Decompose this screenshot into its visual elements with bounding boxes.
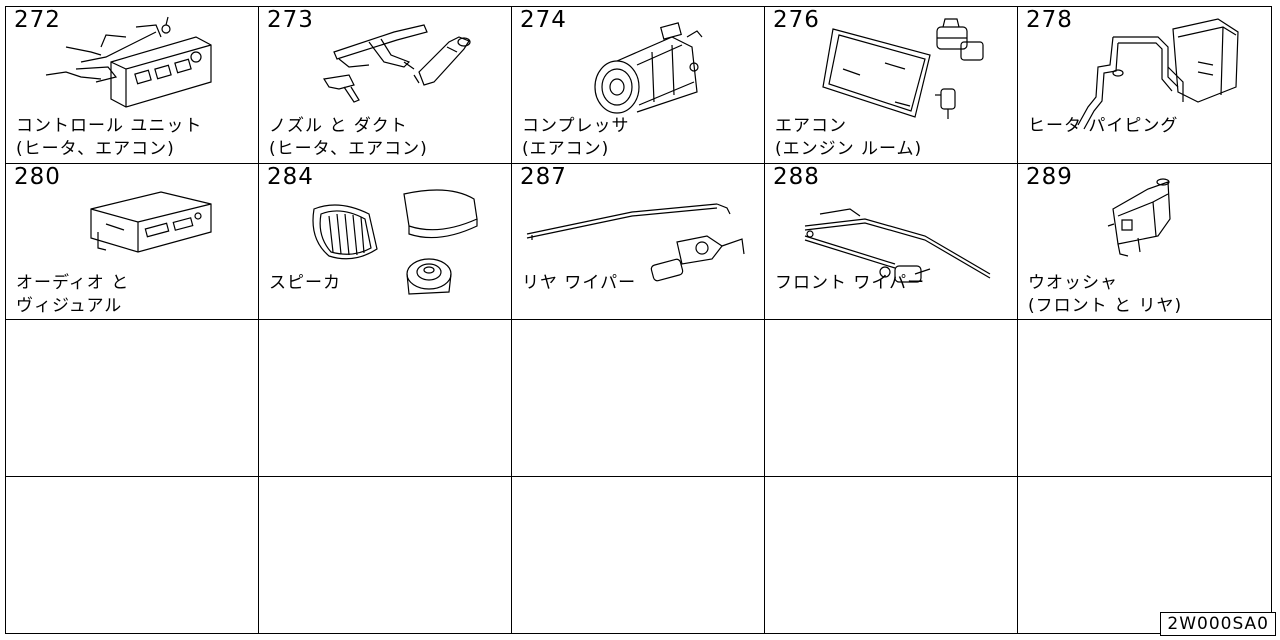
section-title: ノズル と ダクト (ヒータ、エアコン) bbox=[269, 116, 428, 159]
section-title: リヤ ワイパー bbox=[522, 272, 637, 293]
compressor-icon bbox=[512, 7, 764, 157]
section-title: オーディオ と ヴィジュアル bbox=[16, 272, 130, 316]
section-278-heater-piping[interactable]: 278 ヒータ パイピング bbox=[1018, 7, 1271, 164]
section-title: コンプレッサ (エアコン) bbox=[522, 116, 630, 159]
section-272-control-unit[interactable]: 272 コントロール ユニット (ヒータ、エアコ bbox=[6, 7, 259, 164]
section-number: 273 bbox=[267, 7, 314, 33]
empty-cell bbox=[6, 476, 259, 633]
section-273-nozzle-duct[interactable]: 273 ノズル と ダクト (ヒータ、エアコン) bbox=[259, 7, 512, 164]
diagram-code-label: 2W000SA0 bbox=[1160, 612, 1276, 636]
speaker-icon bbox=[259, 164, 511, 314]
section-276-air-con-engine-room[interactable]: 276 エアコン (エンジン ルーム) bbox=[765, 7, 1018, 164]
section-title: フロント ワイパー bbox=[775, 272, 926, 293]
section-title: スピーカ bbox=[269, 272, 341, 293]
section-title: ヒータ パイピング bbox=[1028, 116, 1179, 136]
section-number: 276 bbox=[773, 7, 820, 33]
empty-cell bbox=[259, 476, 512, 633]
empty-cell bbox=[6, 320, 259, 477]
section-number: 288 bbox=[773, 163, 820, 190]
section-274-compressor[interactable]: 274 コンプレッサ (エアコン) bbox=[512, 7, 765, 164]
front-wiper-icon bbox=[765, 164, 1017, 314]
washer-tank-icon bbox=[1018, 164, 1270, 314]
empty-cell bbox=[765, 320, 1018, 477]
section-title: エアコン (エンジン ルーム) bbox=[775, 116, 923, 159]
section-number: 278 bbox=[1026, 7, 1073, 33]
section-number: 284 bbox=[267, 163, 314, 190]
section-288-front-wiper[interactable]: 288 フロント ワイパー bbox=[765, 163, 1018, 320]
section-287-rear-wiper[interactable]: 287 リヤ ワイパー bbox=[512, 163, 765, 320]
nozzle-duct-icon bbox=[259, 7, 511, 157]
control-unit-icon bbox=[6, 7, 258, 157]
empty-cell bbox=[765, 476, 1018, 633]
section-number: 272 bbox=[14, 7, 61, 33]
section-284-speaker[interactable]: 284 スピーカ bbox=[259, 163, 512, 320]
condenser-icon bbox=[765, 7, 1017, 157]
parts-index-grid: 272 コントロール ユニット (ヒータ、エアコ bbox=[5, 6, 1272, 634]
audio-unit-icon bbox=[6, 164, 258, 314]
section-number: 274 bbox=[520, 7, 567, 33]
heater-piping-icon bbox=[1018, 7, 1270, 157]
section-number: 289 bbox=[1026, 163, 1073, 190]
section-number: 287 bbox=[520, 163, 567, 190]
section-280-audio-visual[interactable]: 280 オーディオ と ヴィジュアル bbox=[6, 163, 259, 320]
section-number: 280 bbox=[14, 163, 61, 190]
rear-wiper-icon bbox=[512, 164, 764, 314]
empty-cell bbox=[259, 320, 512, 477]
section-289-washer[interactable]: 289 ウオッシャ (フロント と リヤ) bbox=[1018, 163, 1271, 320]
empty-cell bbox=[1018, 320, 1271, 477]
empty-cell bbox=[512, 476, 765, 633]
section-title: コントロール ユニット (ヒータ、エアコン) bbox=[16, 116, 203, 159]
empty-cell bbox=[512, 320, 765, 477]
section-title: ウオッシャ (フロント と リヤ) bbox=[1028, 272, 1183, 316]
empty-cell bbox=[1018, 477, 1271, 634]
